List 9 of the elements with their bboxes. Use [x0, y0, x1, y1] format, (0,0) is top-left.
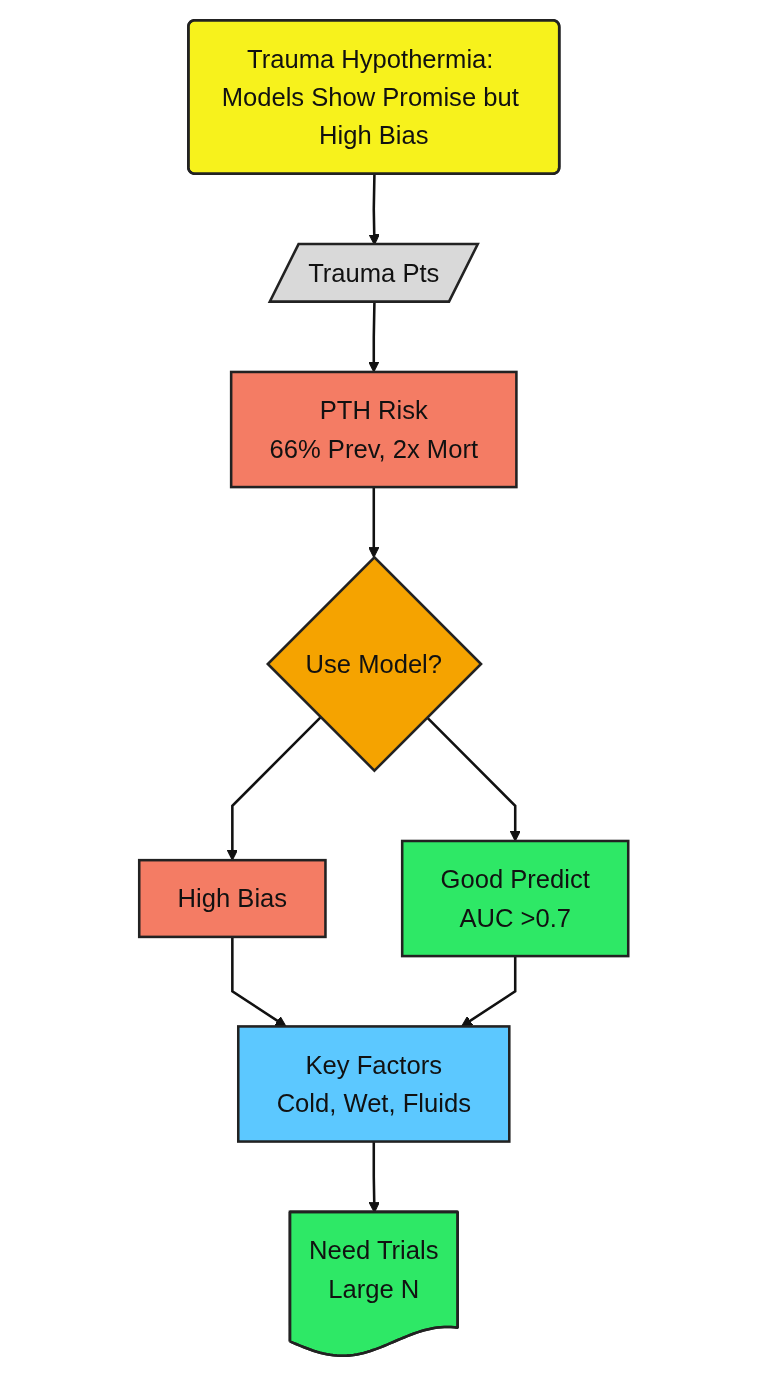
node-diamond: Use Model?	[266, 555, 484, 773]
arrow	[461, 956, 517, 1027]
node-box: PTH Risk 66% Prev, 2x Mort	[230, 370, 518, 489]
node-box: High Bias	[138, 858, 327, 939]
node-box: Key Factors Cold, Wet, Fluids	[237, 1025, 511, 1143]
arrow	[227, 716, 322, 861]
arrow	[368, 487, 380, 558]
node-box: Good Predict AUC >0.7	[401, 839, 630, 958]
arrow	[231, 936, 287, 1027]
